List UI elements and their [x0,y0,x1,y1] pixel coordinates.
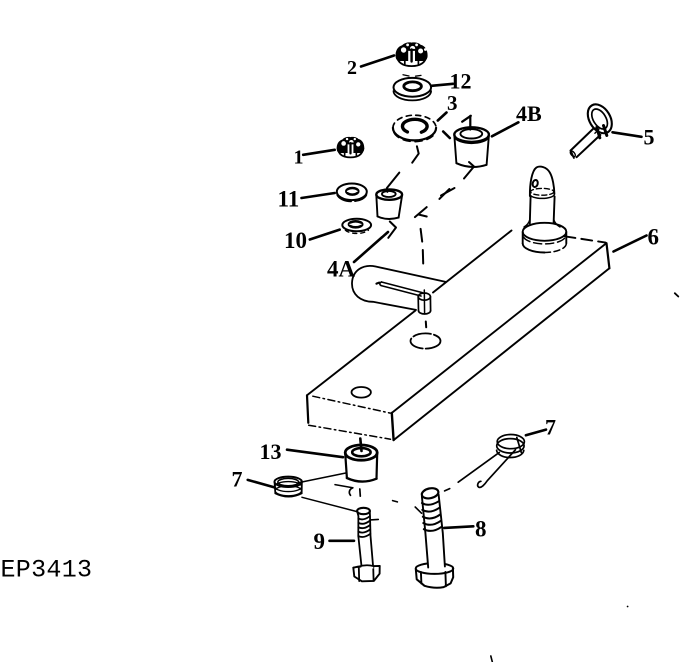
svg-text:9: 9 [314,529,326,554]
svg-text:12: 12 [450,69,472,94]
svg-text:7: 7 [232,466,243,491]
svg-text:11: 11 [278,187,300,212]
svg-text:8: 8 [475,516,487,541]
svg-text:3: 3 [447,91,458,115]
svg-text:6: 6 [648,225,660,250]
svg-text:4B: 4B [516,101,542,126]
svg-text:13: 13 [260,439,282,464]
svg-text:5: 5 [644,125,655,150]
svg-text:10: 10 [284,228,307,253]
svg-text:4A: 4A [327,256,356,281]
svg-text:EP3413: EP3413 [1,556,93,585]
svg-text:7: 7 [545,415,556,440]
svg-text:2: 2 [347,57,357,79]
svg-text:1: 1 [294,146,304,168]
